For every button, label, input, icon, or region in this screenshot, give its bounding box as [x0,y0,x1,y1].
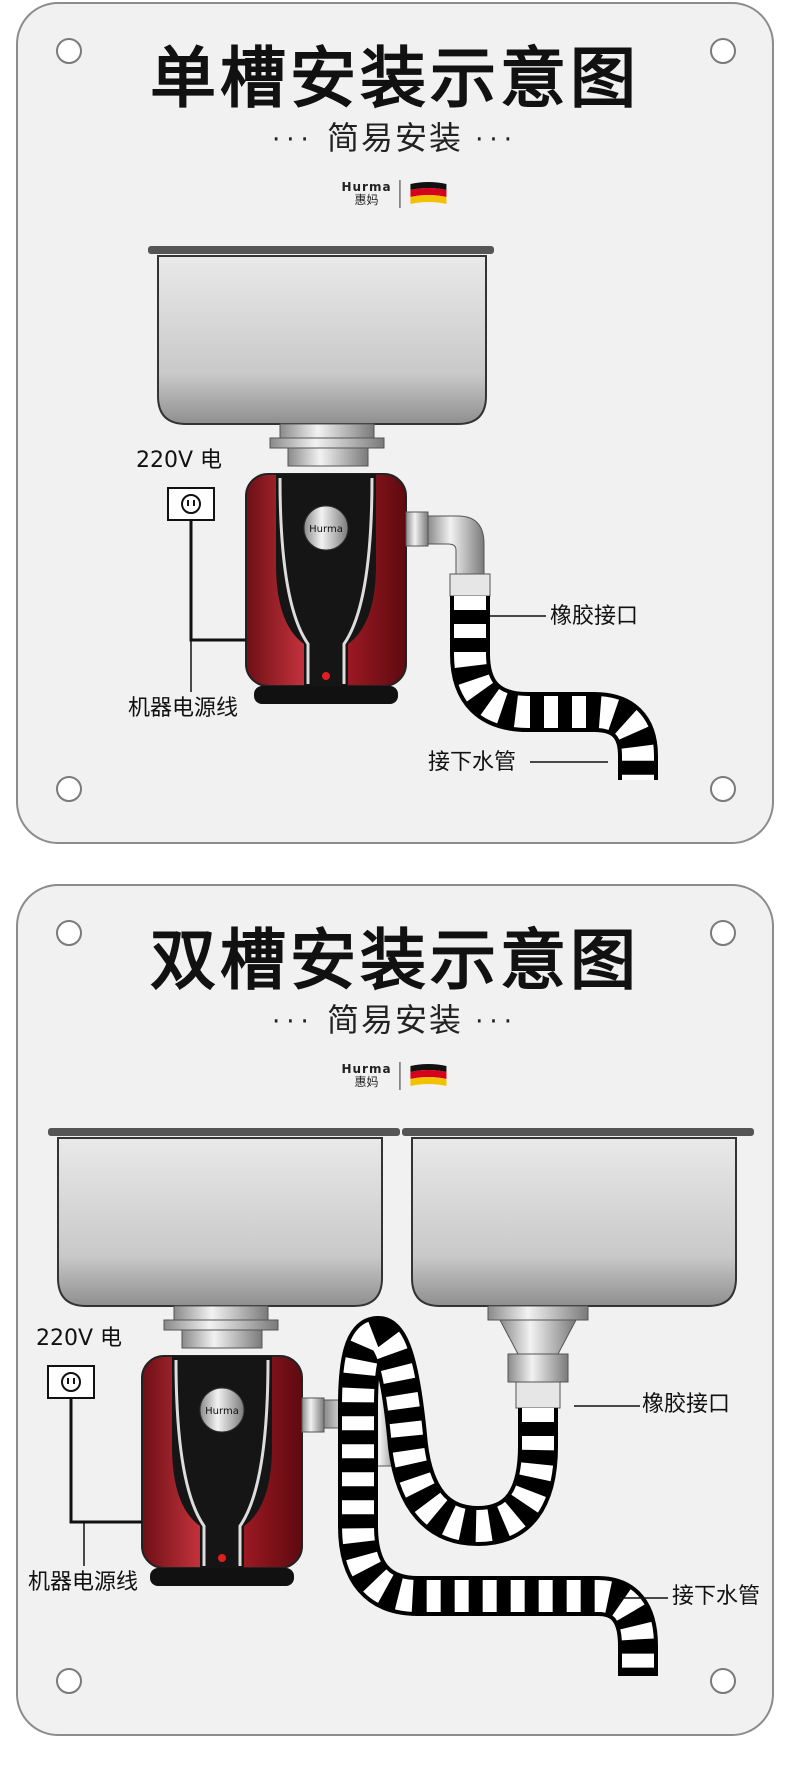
double-sink-panel: 双槽安装示意图 ··· 简易安装 ··· Hurma 惠妈 [16,884,774,1736]
page-title: 单槽安装示意图 [150,40,640,117]
drain-elbow [427,515,491,597]
left-sink [48,1128,400,1307]
drain-hose [338,1315,658,1676]
installation-illustration: Hurma [148,246,658,780]
sink-flange [163,1305,279,1349]
screw-icon [710,1668,736,1694]
sink [148,246,494,425]
right-sink [402,1128,754,1307]
installation-illustration: Hurma [47,1128,754,1676]
drain-pipe-label: 接下水管 [428,750,517,775]
subtitle-text: 简易安装 [326,1001,463,1039]
screw-icon [710,776,736,802]
screw-icon [56,1668,82,1694]
brand-logo: Hurma 惠妈 [18,180,772,216]
brand-name-cn: 惠妈 [354,1075,379,1089]
power-label: 220V 电 [136,448,223,473]
food-waste-disposer: Hurma [141,1355,325,1586]
right-strainer [487,1305,589,1409]
disposer-logo: Hurma [309,524,343,535]
power-cord-label: 机器电源线 [128,696,239,721]
brand-name-en: Hurma [341,180,392,195]
brand-name-en: Hurma [341,1062,392,1077]
screw-icon [56,776,82,802]
screw-icon [710,920,736,946]
german-flag-icon [410,1064,447,1086]
german-flag-icon [410,182,447,204]
rubber-joint-label: 橡胶接口 [550,604,639,629]
page-title: 双槽安装示意图 [150,922,640,999]
subtitle: ··· 简易安装 ··· [272,1001,518,1039]
screw-icon [710,38,736,64]
power-outlet-icon [47,1365,95,1399]
disposer-logo: Hurma [205,1406,239,1417]
power-outlet-icon [167,487,215,521]
screw-icon [56,920,82,946]
subtitle: ··· 简易安装 ··· [272,119,518,157]
rubber-joint-label: 橡胶接口 [642,1392,731,1417]
sink-flange [269,423,385,467]
brand-name-cn: 惠妈 [354,193,379,207]
power-label: 220V 电 [36,1326,123,1351]
single-sink-panel: 单槽安装示意图 ··· 简易安装 ··· Hurma 惠妈 [16,2,774,844]
subtitle-text: 简易安装 [326,119,463,157]
drain-pipe-label: 接下水管 [672,1584,761,1609]
food-waste-disposer: Hurma [245,473,429,704]
screw-icon [56,38,82,64]
brand-logo: Hurma 惠妈 [18,1062,772,1098]
power-cord-label: 机器电源线 [28,1570,139,1595]
